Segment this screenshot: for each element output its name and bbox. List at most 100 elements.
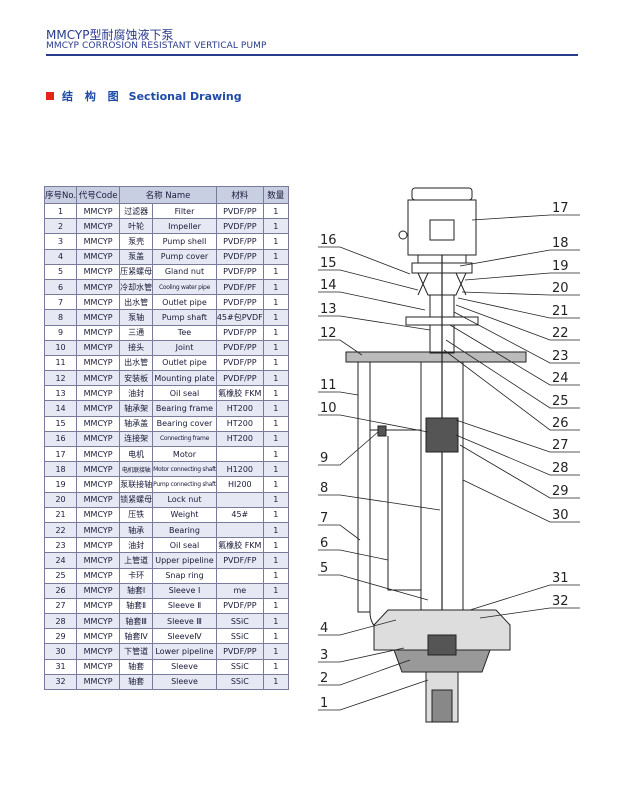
right-callout-label: 29 — [552, 484, 569, 499]
drawing-labels: 1615141312111098765432117181920212223242… — [320, 201, 569, 711]
cell-name-cn: 锁紧螺母 — [119, 491, 154, 508]
cell-qty: 1 — [262, 218, 289, 235]
left-callout-label: 6 — [320, 536, 328, 551]
cell-name-cn: 轴套 — [119, 658, 154, 675]
coupling-cross — [417, 272, 467, 296]
cell-name-en: Gland nut — [152, 263, 217, 280]
cell-no: 9 — [43, 324, 78, 341]
cell-name-en: Weight — [152, 506, 217, 523]
cell-qty: 1 — [262, 400, 289, 417]
impeller — [427, 634, 457, 656]
right-callout-label: 18 — [552, 236, 569, 251]
cell-no: 21 — [43, 506, 78, 523]
cell-code: MMCYP — [76, 567, 121, 584]
cell-no: 24 — [43, 552, 78, 569]
cell-name-cn: 轴套Ⅱ — [119, 597, 154, 615]
cell-code: MMCYP — [76, 248, 121, 265]
cell-no: 6 — [43, 278, 78, 296]
cell-material: SSiC — [215, 613, 264, 630]
left-callout-label: 3 — [320, 648, 328, 663]
table-header-row: 序号No. 代号Code 名称 Name 材料 数量 — [43, 186, 289, 204]
cell-no: 25 — [43, 567, 78, 584]
section-marker-icon — [46, 92, 54, 100]
cell-name-cn: 泵壳 — [119, 233, 154, 250]
filter-inner — [431, 689, 453, 723]
cell-no: 4 — [43, 248, 78, 265]
col-header-code: 代号Code — [76, 186, 121, 204]
cell-name-en: Joint — [152, 339, 217, 356]
cell-code: MMCYP — [76, 613, 121, 630]
cell-no: 16 — [43, 430, 78, 448]
cell-material: PVDF/FP — [215, 552, 264, 569]
left-callout-label: 1 — [320, 696, 328, 711]
cell-no: 12 — [43, 370, 78, 387]
cell-code: MMCYP — [76, 643, 121, 660]
cell-qty: 1 — [262, 673, 289, 691]
cell-qty: 1 — [262, 537, 289, 554]
cell-no: 3 — [43, 233, 78, 250]
cooling-water-pipe — [387, 436, 421, 591]
cell-no: 5 — [43, 263, 78, 280]
cell-name-en: Cooling water pipe — [152, 278, 217, 296]
cell-name-en: Snap ring — [152, 567, 217, 584]
cell-code: MMCYP — [76, 263, 121, 280]
cell-name-cn: 连接架 — [119, 430, 154, 448]
left-callout-label: 8 — [320, 481, 328, 496]
cell-name-en: Outlet pipe — [152, 354, 217, 372]
cell-qty: 1 — [262, 430, 289, 448]
cell-material: PVDF/PP — [215, 233, 264, 250]
left-callout-label: 10 — [320, 401, 337, 416]
cell-code: MMCYP — [76, 218, 121, 235]
cell-name-cn: 三通 — [119, 324, 154, 341]
cell-code: MMCYP — [76, 370, 121, 387]
cell-no: 14 — [43, 400, 78, 417]
right-callout-label: 25 — [552, 394, 569, 409]
outlet-pipe — [357, 361, 371, 613]
cell-name-cn: 泵轴 — [119, 309, 154, 326]
right-callout-label: 23 — [552, 349, 569, 364]
sectional-drawing: 1615141312111098765432117181920212223242… — [318, 187, 580, 723]
cell-no: 7 — [43, 294, 78, 311]
cell-no: 13 — [43, 385, 78, 402]
cell-name-cn: 压紧螺母 — [119, 263, 154, 280]
col-header-material: 材料 — [215, 186, 264, 204]
cell-qty: 1 — [262, 597, 289, 615]
cell-material: HI200 — [215, 476, 264, 493]
cell-no: 15 — [43, 415, 78, 432]
section-title: 结 构 图 Sectional Drawing — [46, 88, 242, 104]
cell-qty: 1 — [262, 263, 289, 280]
cell-code: MMCYP — [76, 430, 121, 448]
cell-material: SSiC — [215, 658, 264, 675]
cell-code: MMCYP — [76, 233, 121, 250]
cell-no: 27 — [43, 597, 78, 615]
cell-name-cn: 泵盖 — [119, 248, 154, 265]
cell-qty: 1 — [262, 294, 289, 311]
cell-no: 26 — [43, 582, 78, 599]
left-callout-label: 4 — [320, 621, 328, 636]
cell-material: PVDF/PP — [215, 294, 264, 311]
right-callout-label: 22 — [552, 326, 569, 341]
cell-name-cn: 出水管 — [119, 294, 154, 311]
left-callout-label: 16 — [320, 233, 337, 248]
cell-code: MMCYP — [76, 673, 121, 691]
cell-name-cn: 下管道 — [119, 643, 154, 660]
cell-material: HT200 — [215, 400, 264, 417]
cell-qty: 1 — [262, 233, 289, 250]
cell-name-en: Connecting frame — [152, 430, 217, 448]
